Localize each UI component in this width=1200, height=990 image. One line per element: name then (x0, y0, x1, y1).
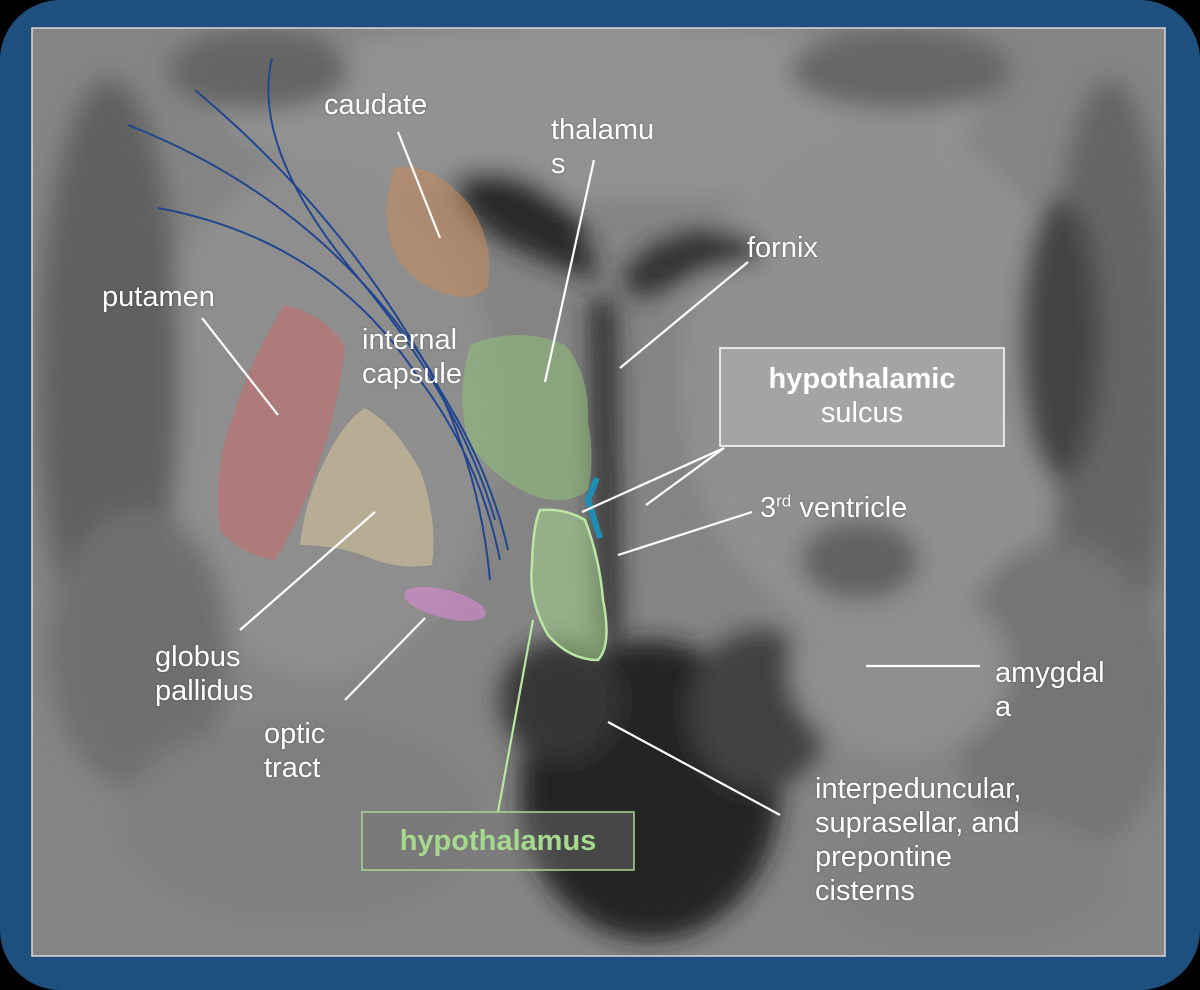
hypothalamic-sulcus-marker (585, 476, 603, 539)
fornix-label: fornix (747, 232, 818, 264)
optic-tract-region (404, 587, 486, 621)
hypothalamic-sulcus-label: hypothalamic sulcus (720, 362, 1004, 430)
third-ventricle-number: 3 (760, 492, 777, 524)
third-ventricle-label: 3rd ventricle (760, 491, 907, 525)
internal-capsule-fibers (127, 57, 509, 581)
globus-pallidus-region (300, 408, 434, 567)
hypothalamus-box (361, 811, 635, 871)
thalamus-region (462, 335, 592, 501)
internal-capsule-label: internal capsule (362, 324, 462, 390)
thalamus-label: thalamu s (551, 114, 655, 180)
hypothalamic-sulcus-box (719, 347, 1005, 447)
hypothalamic-sulcus-rest-text: sulcus (820, 397, 904, 429)
optic-tract-label: optic tract (264, 718, 326, 784)
third-ventricle-text: ventricle (791, 492, 908, 524)
putamen-region (217, 305, 345, 560)
hypothalamus-region (530, 508, 608, 662)
hypothalamus-label: hypothalamus (399, 825, 597, 857)
third-ventricle-superscript: rd (776, 491, 792, 511)
scan-border (31, 27, 1166, 957)
cisterns-label: interpeduncular, suprasellar, and prepon… (815, 773, 1022, 907)
putamen-label: putamen (102, 281, 215, 313)
globus-pallidus-label: globus pallidus (155, 641, 254, 707)
hypothalamus-leader-line (496, 619, 535, 813)
leader-lines (201, 131, 980, 816)
caudate-label: caudate (324, 89, 428, 121)
hypothalamic-sulcus-bold-text: hypothalamic (768, 363, 956, 395)
scan-texture (40, 28, 1165, 950)
amygdala-label: amygdal a (995, 657, 1105, 723)
